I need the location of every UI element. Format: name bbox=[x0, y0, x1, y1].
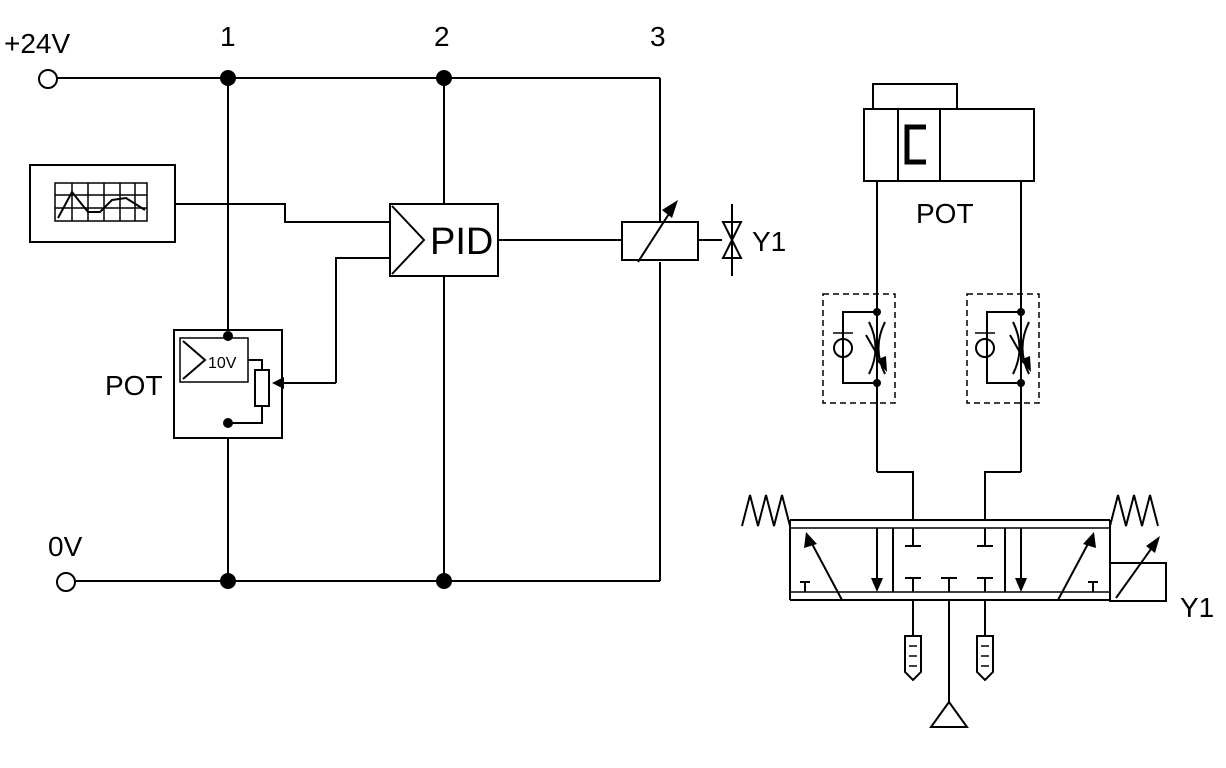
node-label-1: 1 bbox=[220, 21, 236, 52]
setpoint-generator-icon bbox=[29, 164, 176, 243]
junction-dot bbox=[436, 70, 452, 86]
flow-control-valve-icon bbox=[822, 293, 896, 404]
cylinder-icon bbox=[863, 83, 1035, 182]
proportional-solenoid-icon bbox=[621, 200, 743, 276]
position-sensor: 10V bbox=[173, 329, 336, 439]
feedback-wire bbox=[335, 257, 390, 383]
port-a-connection bbox=[877, 471, 914, 520]
spring-left-icon bbox=[741, 494, 791, 527]
port-b-connection bbox=[984, 471, 1021, 520]
silencer-icon bbox=[904, 600, 922, 682]
pneumatic-circuit: POT bbox=[741, 83, 1214, 728]
valve-solenoid-icon bbox=[1109, 536, 1167, 602]
reference-voltage-label: 10V bbox=[208, 355, 237, 372]
directional-valve-icon bbox=[789, 519, 1111, 601]
junction-dot bbox=[436, 573, 452, 589]
solenoid-label: Y1 bbox=[752, 226, 786, 257]
silencer-icon bbox=[976, 600, 994, 682]
setpoint-wire bbox=[175, 203, 390, 223]
ground-label: 0V bbox=[48, 531, 83, 562]
pid-label: PID bbox=[430, 221, 493, 263]
pid-controller: PID bbox=[389, 203, 499, 277]
electrical-circuit: +24V 0V 1 2 3 bbox=[4, 21, 786, 592]
pot-cylinder-label: POT bbox=[916, 198, 974, 229]
junction-dot bbox=[220, 573, 236, 589]
pot-sensor-label: POT bbox=[105, 370, 163, 401]
node-label-2: 2 bbox=[434, 21, 450, 52]
node-label-3: 3 bbox=[650, 21, 666, 52]
ground-rail: 0V bbox=[48, 262, 661, 592]
spring-right-icon bbox=[1109, 494, 1159, 527]
supply-rail: +24V bbox=[4, 28, 661, 222]
pressure-source-icon bbox=[929, 600, 969, 728]
junction-dot bbox=[220, 70, 236, 86]
flow-control-valve-icon bbox=[966, 293, 1040, 404]
valve-solenoid-label: Y1 bbox=[1180, 592, 1214, 623]
supply-label: +24V bbox=[4, 28, 70, 59]
